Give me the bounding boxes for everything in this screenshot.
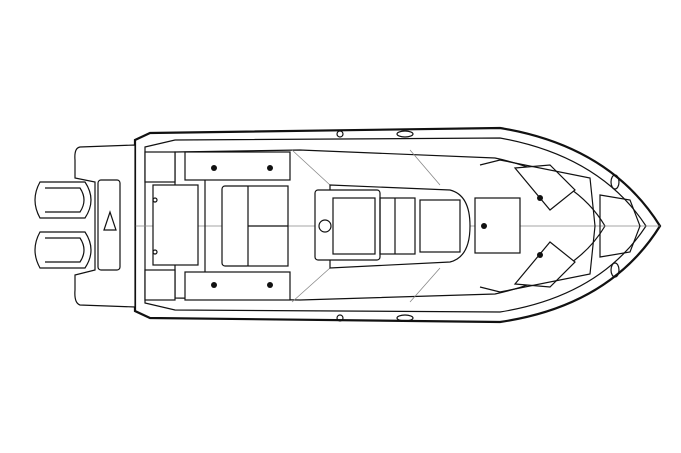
drain-port [152, 197, 158, 203]
hatch-latch [537, 252, 543, 258]
rod-holder [336, 130, 344, 138]
hatch-latch [211, 282, 217, 288]
drain-port [152, 249, 158, 255]
windshield [332, 197, 376, 255]
anchor-locker [599, 194, 641, 258]
rod-holder [336, 314, 344, 322]
bow-coaming [479, 159, 596, 293]
side-hatch-starboard [184, 271, 291, 301]
bow-cleat [610, 262, 620, 278]
hatch-latch [267, 165, 273, 171]
hatch-latch [537, 195, 543, 201]
transom-box [97, 179, 121, 271]
outboard-engine-port [34, 181, 92, 219]
t-top-frame [291, 149, 441, 303]
bow-cleat [610, 174, 620, 190]
bow-seat-port [513, 164, 576, 211]
cleat [396, 314, 414, 322]
hatch-latch [481, 223, 487, 229]
leaning-post [221, 185, 251, 267]
hatch-latch [211, 165, 217, 171]
aft-bench-seat [152, 184, 199, 266]
steering-wheel-icon [318, 219, 332, 233]
hatch-latch [267, 282, 273, 288]
bow-seat-starboard [513, 241, 576, 288]
console-grab-rail [379, 197, 416, 255]
aft-locker-port [144, 151, 176, 183]
aft-locker-starboard [144, 269, 176, 301]
transom-logo [103, 210, 117, 231]
outboard-engine-starboard [34, 231, 92, 269]
cleat [396, 130, 414, 138]
side-hatch-port [184, 151, 291, 181]
console-front [419, 199, 461, 253]
